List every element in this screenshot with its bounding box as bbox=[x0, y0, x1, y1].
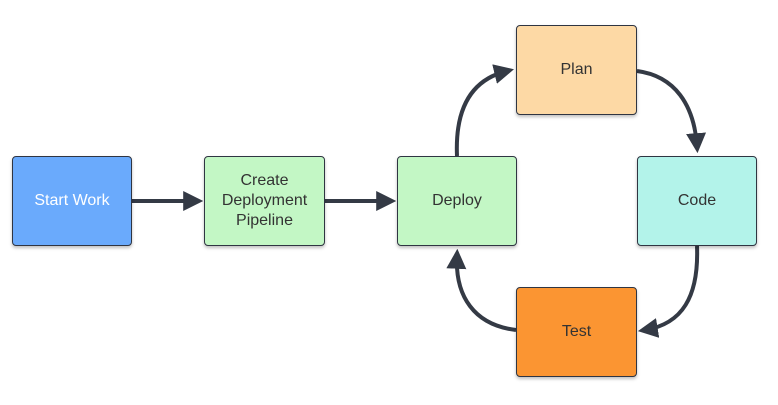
edge-code-to-test bbox=[637, 245, 700, 338]
node-deploy-label: Deploy bbox=[432, 192, 482, 209]
node-start-work: Start Work bbox=[12, 156, 132, 246]
node-code-label: Code bbox=[677, 192, 717, 209]
node-start-work-label: Start Work bbox=[34, 192, 110, 209]
node-create-deployment-pipeline-label: Create Deployment Pipeline bbox=[221, 172, 308, 229]
node-plan: Plan bbox=[516, 25, 637, 115]
node-test-label: Test bbox=[561, 323, 592, 340]
node-test: Test bbox=[516, 287, 637, 377]
edge-deploy-to-plan bbox=[454, 64, 514, 157]
node-code: Code bbox=[637, 156, 757, 246]
edge-plan-to-code bbox=[636, 69, 707, 154]
edge-test-to-deploy bbox=[446, 248, 517, 332]
node-plan-label: Plan bbox=[560, 61, 593, 78]
node-create-deployment-pipeline: Create Deployment Pipeline bbox=[204, 156, 325, 246]
node-deploy: Deploy bbox=[397, 156, 517, 246]
